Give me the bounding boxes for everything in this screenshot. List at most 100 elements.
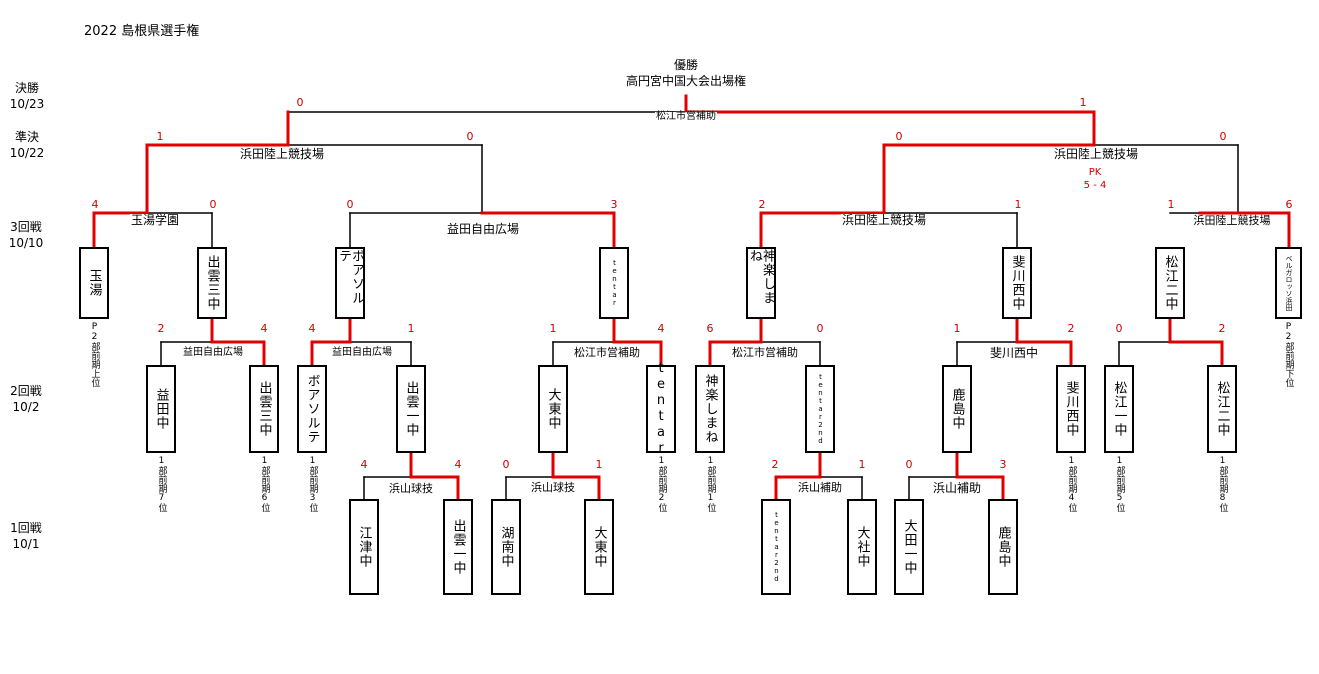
team-name: 鹿島中 — [995, 526, 1011, 568]
score-r1-4-a: 0 — [905, 458, 913, 471]
team-box-taisha: 大社中 — [847, 499, 877, 595]
team-name: 出雲三中 — [256, 381, 272, 437]
team-box-masuda: 益田中 — [146, 365, 176, 453]
rank-matsue2: 1部前期8位 — [1217, 456, 1228, 512]
score-sf-right-b: 0 — [1219, 130, 1227, 143]
team-box-tamayu: 玉湯 — [79, 247, 109, 319]
venue-r1-3: 浜山補助 — [797, 481, 843, 494]
team-box-konan: 湖南中 — [491, 499, 521, 595]
rank-boa: 1部前期3位 — [307, 456, 318, 512]
team-box-boa: ボアソルテ — [297, 365, 327, 453]
team-name: 松江二中 — [1162, 255, 1178, 311]
team-name: 玉湯 — [86, 269, 102, 297]
page-title: 2022 島根県選手権 — [84, 24, 200, 39]
team-box-daito-r2: 大東中 — [538, 365, 568, 453]
score-r1-2-a: 0 — [502, 458, 510, 471]
venue-qf1: 玉湯学園 — [129, 213, 181, 227]
rank-izumo3: 1部前期6位 — [259, 456, 270, 512]
team-box-hikawa: 斐川西中 — [1056, 365, 1086, 453]
score-sf-left-a: 1 — [156, 130, 164, 143]
team-name: 神楽しまね — [747, 249, 775, 305]
team-box-tentar-r3: tentar — [599, 247, 629, 319]
team-box-tentar2nd-r2: tentar2nd — [805, 365, 835, 453]
score-qf4-a: 1 — [1167, 198, 1175, 211]
team-name: ボアソルテ — [304, 374, 320, 444]
rank-hikawa: 1部前期4位 — [1066, 456, 1077, 512]
score-r1-1-b: 4 — [454, 458, 462, 471]
team-name: 鹿島中 — [949, 388, 965, 430]
team-box-matsue2-r3: 松江二中 — [1155, 247, 1185, 319]
team-name: ボアソルテ — [336, 249, 364, 305]
score-qf3-b: 1 — [1014, 198, 1022, 211]
venue-r1-4: 浜山補助 — [931, 481, 983, 495]
score-r1-4-b: 3 — [999, 458, 1007, 471]
venue-r2-1: 益田自由広場 — [182, 347, 244, 358]
score-r2-1-a: 2 — [157, 322, 165, 335]
venue-r1-1: 浜山球技 — [388, 482, 434, 495]
team-name: tentar — [610, 259, 619, 307]
team-name: 出雲一中 — [403, 381, 419, 437]
score-qf4-b: 6 — [1285, 198, 1293, 211]
team-name: 大東中 — [591, 526, 607, 568]
rank-masuda: 1部前期7位 — [156, 456, 167, 512]
team-box-tentar2nd: tentar2nd — [761, 499, 791, 595]
score-qf1-b: 0 — [209, 198, 217, 211]
team-name: 湖南中 — [498, 526, 514, 568]
score-r2-5-b: 0 — [816, 322, 824, 335]
score-sf-left-b: 0 — [466, 130, 474, 143]
score-qf2-b: 3 — [610, 198, 618, 211]
venue-qf4: 浜田陸上競技場 — [1192, 214, 1272, 227]
team-name: 大社中 — [854, 526, 870, 568]
rank-tentar: 1部前期2位 — [656, 456, 667, 512]
team-box-tentar: tentar — [646, 361, 676, 457]
team-box-shinraku-r3: 神楽しまね — [746, 247, 776, 319]
venue-r2-5: 松江市営補助 — [731, 346, 799, 359]
venue-semifinal-right: 浜田陸上競技場 — [1052, 147, 1140, 161]
team-box-izumo1: 出雲一中 — [443, 499, 473, 595]
team-name: 松江一中 — [1111, 381, 1127, 437]
team-name: 益田中 — [153, 388, 169, 430]
team-box-izumo3-r3: 出雲三中 — [197, 247, 227, 319]
team-box-etsu: 江津中 — [349, 499, 379, 595]
score-r2-2-b: 1 — [407, 322, 415, 335]
venue-final: 松江市営補助 — [655, 111, 717, 122]
team-name: 出雲三中 — [204, 255, 220, 311]
score-final-right: 1 — [1079, 96, 1087, 109]
team-box-shinraku: 神楽しまね — [695, 365, 725, 453]
team-name: 神楽しまね — [702, 374, 718, 444]
team-box-izumo1-r2: 出雲一中 — [396, 365, 426, 453]
venue-r2-7: 斐川西中 — [988, 346, 1040, 360]
rank-matsue1: 1部前期5位 — [1114, 456, 1125, 512]
venue-r2-2: 益田自由広場 — [331, 347, 393, 358]
rank-shinraku: 1部前期1位 — [705, 456, 716, 512]
champion-line1: 優勝 — [673, 58, 699, 72]
score-qf2-a: 0 — [346, 198, 354, 211]
score-qf3-a: 2 — [758, 198, 766, 211]
venue-r2-4: 松江市営補助 — [573, 346, 641, 359]
team-box-matsue2: 松江二中 — [1207, 365, 1237, 453]
venue-semifinal-left: 浜田陸上競技場 — [238, 147, 326, 161]
score-r2-5-a: 6 — [706, 322, 714, 335]
venue-r1-2: 浜山球技 — [530, 481, 576, 494]
team-box-hikawa-r3: 斐川西中 — [1002, 247, 1032, 319]
team-box-ootaichi: 大田一中 — [894, 499, 924, 595]
rank-tamayu: P2部前期上位 — [89, 322, 100, 387]
rank-belgarotsu: P2部前期下位 — [1283, 322, 1294, 387]
team-box-kashima-r2: 鹿島中 — [942, 365, 972, 453]
champion-label: 優勝 高円宮中国大会出場権 — [626, 58, 746, 89]
score-r2-4-b: 4 — [657, 322, 665, 335]
team-name: 大田一中 — [901, 519, 917, 575]
score-r1-3-a: 2 — [771, 458, 779, 471]
score-r2-1-b: 4 — [260, 322, 268, 335]
venue-qf2: 益田自由広場 — [445, 222, 521, 236]
score-r2-2-a: 4 — [308, 322, 316, 335]
team-name: 大東中 — [545, 388, 561, 430]
champion-line2: 高円宮中国大会出場権 — [625, 73, 747, 88]
team-name: tentar2nd — [772, 511, 781, 583]
